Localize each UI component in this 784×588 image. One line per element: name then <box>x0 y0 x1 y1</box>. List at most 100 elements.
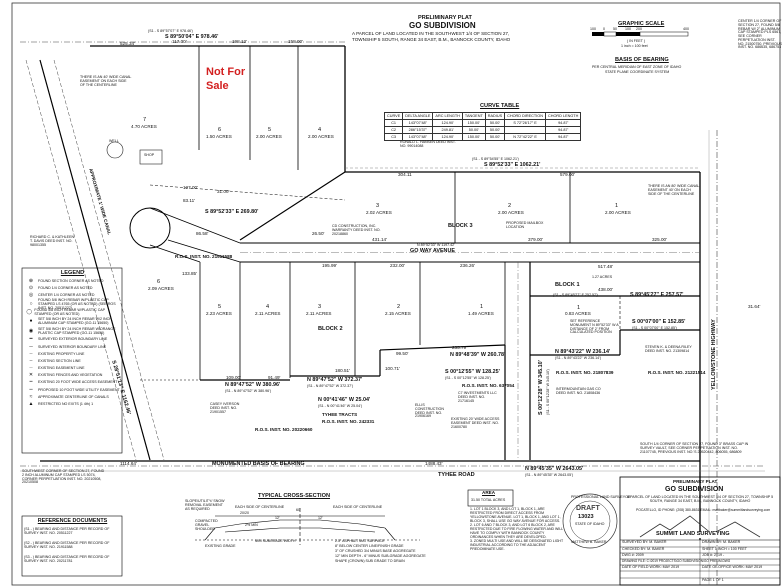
curve-cell: C2 <box>383 126 404 134</box>
cross-section-note: COMPACTED GRAVEL SHOULDER <box>195 519 218 531</box>
lot-line <box>149 244 201 263</box>
owner-c7: C7 INVESTMENTS LLC DEED INST. NO. 217161… <box>458 391 497 403</box>
reference-item: (S1 - ) BEARING AND DISTANCE PER RECORD … <box>24 527 110 535</box>
block1-top-note: (S1 - S 89°45'27" E 257.57') <box>553 293 598 297</box>
block2-label: BLOCK 2 <box>318 326 343 332</box>
lot-num: 7 <box>143 117 147 123</box>
curve-cell: 50.00' <box>461 126 486 134</box>
cross-section-note: 12" MIN DEPTH - 6" MINUS SUB-GRADE AGGRE… <box>335 554 426 558</box>
dist-31: 31.00' <box>217 189 230 194</box>
mailbox-note: PROPOSED MAILBOX LOCATION <box>506 221 544 229</box>
seal-number: 13023 <box>578 514 594 520</box>
reference-item: (S2 - ) BEARING AND DISTANCE PER RECORD … <box>24 541 110 549</box>
curve-cell: 124.90' <box>432 119 463 127</box>
curve-table: CURVE DELTA ANGLE ARC LENGTH TANGENT RAD… <box>383 112 582 141</box>
scale-tick-100: 100 <box>625 27 631 31</box>
lot-num: 1 <box>615 203 619 209</box>
dist-133: 133.85' <box>182 271 197 276</box>
block3-north-bearing: S 89°52'33" E 1062.21' <box>484 162 541 168</box>
curve-cell: C1 <box>383 119 404 127</box>
tb-cell: PAGE 1 OF 1 <box>702 578 724 582</box>
dist-99: 99.50' <box>396 351 409 356</box>
curve-header: CHORD DIRECTION <box>504 112 546 120</box>
dist-438: 438.00' <box>598 287 613 292</box>
scale-bar <box>592 31 689 37</box>
s-mid-note: (S1 - S 00°12'55" W 128.25') <box>445 376 491 380</box>
tyhee-east-dist: 1488.43' <box>425 461 443 466</box>
cross-dim: 60' <box>296 508 301 512</box>
dist-100: 100.71' <box>385 366 400 371</box>
boundary-line-icon: ━ <box>29 336 33 343</box>
center-corner-note: CENTER 1/4 CORNER OF SECTION 27, FOUND 5… <box>738 19 782 50</box>
legend-item: ┄EXISTING PROPERTY LINE <box>24 350 121 357</box>
legend-frame <box>21 267 123 454</box>
curve-cell: 150.00' <box>461 119 486 127</box>
legend-item: ┉PROPOSED 10 FOOT WIDE UTILITY EASEMENT <box>24 386 121 393</box>
reference-title: REFERENCE DOCUMENTS <box>37 518 108 524</box>
lot-area: 2.15 ACRES <box>385 311 411 316</box>
tb-cell: SHEET 1 INCH = 100 FEET <box>702 547 747 551</box>
seal-top-text: PROFESSIONAL LAND SURVEYOR <box>571 495 631 499</box>
legend-item: ◉SET 5/8 INCH BY 24 INCH REBAR W/ORANGE … <box>24 326 121 336</box>
scale-inch: 1 inch = 100 feet <box>621 44 648 48</box>
block2-south-note: (S1 - N 89°47'52" W 380.96') <box>225 389 272 393</box>
tb-cell: SURVEYED BY: M. BAKER <box>622 540 667 544</box>
seal-name: MATTHEW B. BAKER <box>571 540 607 544</box>
area-title: AREA <box>482 490 496 495</box>
cross-section-note: 2.5" ASPHALT MAT SURFACE <box>335 539 385 543</box>
block1-bottom-note: (S1 - N 89°43'22" W 236.14') <box>555 356 602 360</box>
company-desc: A PARCEL OF LAND LOCATED IN THE SOUTHWES… <box>626 495 774 503</box>
curve-cell: 50.00' <box>484 126 506 134</box>
tb-cell: DRAWING FILE: C:\2019 PROJECTS\GO SUBDIV… <box>622 559 731 563</box>
set-rebar-orange-icon: ◉ <box>28 327 34 334</box>
curve-header: RADIUS <box>484 112 506 120</box>
reference-item: (S3 - ) BEARING AND DISTANCE PER RECORD … <box>24 555 110 563</box>
curve-header: TANGENT <box>461 112 486 120</box>
mid1-bearing: N 89°48'39" W 260.78' <box>450 352 506 358</box>
rebar-icon: ○ <box>29 300 33 307</box>
basis-bearing-title: BASIS OF BEARING <box>615 57 669 63</box>
company-brand: SUMMIT LAND SURVEYING <box>654 531 732 538</box>
east-north-bearing: S 00°07'00" E 152.85' <box>632 319 686 325</box>
legend-item: ╌EXISTING SECTION LINE <box>24 357 121 364</box>
legend: LEGEND ⊕FOUND SECTION CORNER AS NOTED ⊙F… <box>24 270 121 408</box>
legend-item: ┈EXISTING EASEMENT LINE <box>24 365 121 372</box>
highway-name: YELLOWSTONE HIGHWAY <box>711 319 717 390</box>
curve-cell: 150.00' <box>461 133 486 141</box>
lot-area: 0.83 ACRES <box>565 311 591 316</box>
south-bearing: N 89°45'35" W 2643.05' <box>525 466 584 472</box>
lot-num: 2 <box>397 304 401 310</box>
existing-access-note: EXISTING 20' WIDE ACCESS EASEMENT DEED I… <box>451 417 500 429</box>
lot-area: 1.50 ACRES <box>206 134 232 139</box>
surveyor-seal-inner <box>569 500 611 542</box>
shop-label: SHOP <box>144 153 155 157</box>
owner-hansen: RONALD L. HANSEN DEED INST. NO. 99014088 <box>400 140 456 148</box>
cross-section-note: EACH SIDE OF CENTERLINE <box>235 505 285 509</box>
cross-dim: 12' <box>318 516 323 520</box>
reference-documents: REFERENCE DOCUMENTS (S1 - ) BEARING AND … <box>24 518 121 563</box>
east-north-note: (S1 - S 00°07'00" E 152.85') <box>632 326 677 330</box>
legend-item: ─SURVEYED INTERIOR BOUNDARY LINE <box>24 343 121 350</box>
scale-tick-100a: 100 <box>590 27 596 31</box>
quarter-corner-icon: ⊙ <box>28 284 34 291</box>
dist-86: 86.58' <box>196 231 209 236</box>
legend-item: ≈APPROXIMATE CENTERLINE OF CANALS <box>24 393 121 400</box>
lot-num: 4 <box>266 304 270 310</box>
legend-item: ✕EXISTING FENCES AND VEGETATION <box>24 372 121 379</box>
lot-num: 1 <box>480 304 484 310</box>
lot-num: 6 <box>218 127 222 133</box>
tb-cell: CHECKED BY: M. BAKER <box>622 547 665 551</box>
curve-header: CURVE <box>383 112 404 120</box>
shop-building <box>139 149 163 165</box>
owner-davis: RICHARD C. & KATHLEEN T. DAVIS DEED INST… <box>30 235 75 247</box>
lot-area: 2.00 ACRES <box>308 134 334 139</box>
lot-area: 2.11 ACRES <box>306 311 332 316</box>
lot-num: 2 <box>508 203 512 209</box>
legend-item: ◎CENTER 1/4 CORNER AS NOTED <box>24 291 121 298</box>
block3-label: BLOCK 3 <box>448 223 473 229</box>
owner-cd: CD CONSTRUCTION, INC. WARRANTY DEED INST… <box>332 224 381 236</box>
dist-579: 579.00' <box>560 172 575 177</box>
dist-83: 83.11' <box>183 198 196 203</box>
curve-cell: S 72°26'17" E <box>504 119 546 127</box>
lot-line-bearing: S 89°52'33" E 269.80' <box>205 209 259 215</box>
